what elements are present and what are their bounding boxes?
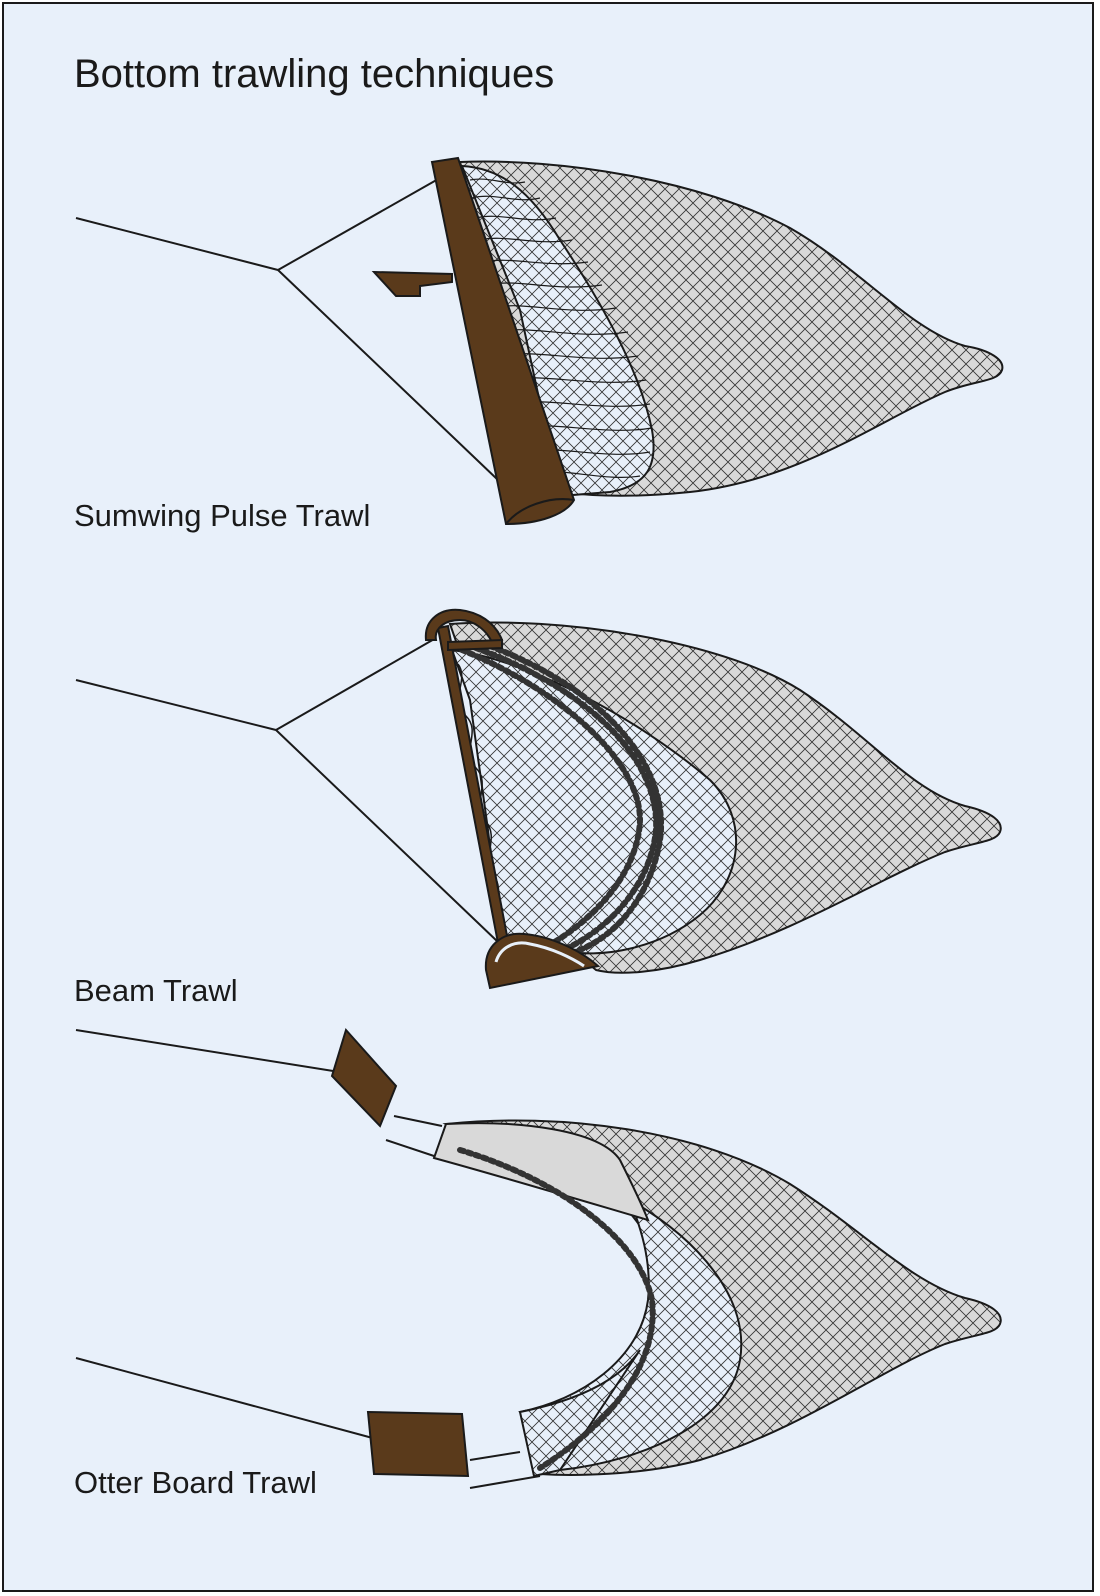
sumwing-bridle-top bbox=[277, 177, 441, 271]
beam-shoe-bottom bbox=[484, 932, 601, 990]
otter-ground-chain bbox=[457, 1147, 656, 1471]
otter-bottom-wing bbox=[518, 1349, 641, 1478]
beam-bridle-top bbox=[275, 637, 437, 731]
sumwing-bridle-bottom bbox=[277, 269, 499, 481]
otter-trawl bbox=[75, 1028, 1002, 1489]
otter-warp-bottom bbox=[75, 1357, 381, 1441]
sumwing-warp bbox=[75, 217, 279, 271]
label-beam-trawl: Beam Trawl bbox=[74, 973, 238, 1008]
otter-board-top bbox=[330, 1028, 398, 1128]
otter-sweep-top-2 bbox=[385, 1139, 441, 1159]
beam-tickler-chains bbox=[459, 643, 665, 971]
otter-warp-top bbox=[75, 1029, 353, 1075]
sumwing-trawl bbox=[75, 156, 1004, 526]
beam-shoe-bottom-inner bbox=[494, 941, 585, 968]
beam-shoe-top-runner bbox=[447, 638, 503, 652]
label-otter-board-trawl: Otter Board Trawl bbox=[74, 1465, 317, 1500]
otter-sweep-bottom-2 bbox=[469, 1475, 541, 1489]
label-sumwing-pulse-trawl: Sumwing Pulse Trawl bbox=[74, 498, 371, 533]
beam-bridle-bottom bbox=[275, 729, 499, 943]
otter-board-bottom bbox=[366, 1410, 470, 1478]
sumwing-wing-net bbox=[460, 164, 655, 498]
sumwing-nose-fin bbox=[371, 270, 453, 297]
sumwing-beam-end bbox=[505, 498, 575, 525]
beam-warp bbox=[75, 679, 277, 731]
otter-sweep-bottom-1 bbox=[469, 1451, 521, 1461]
otter-top-wing bbox=[432, 1122, 650, 1222]
beam-trawl bbox=[75, 608, 1002, 990]
otter-sweep-top-1 bbox=[393, 1115, 443, 1127]
diagram-title: Bottom trawling techniques bbox=[74, 52, 555, 96]
